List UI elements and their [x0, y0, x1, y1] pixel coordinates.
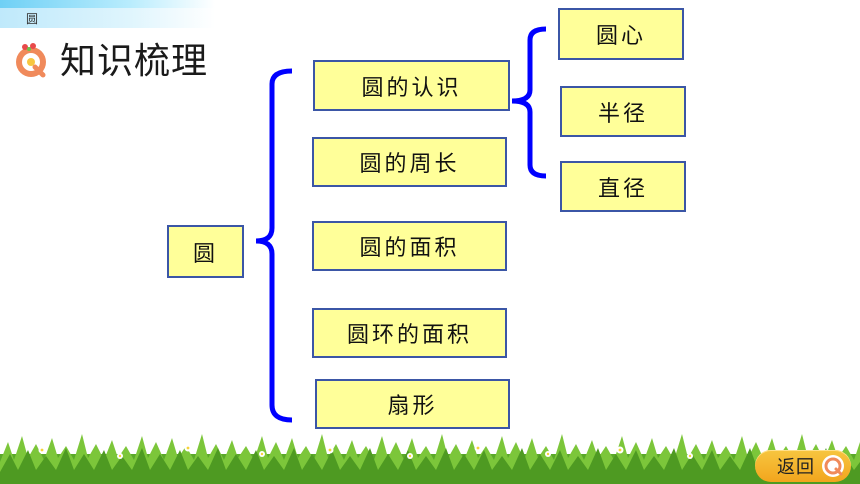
node-branch-annulus-area: 圆环的面积	[312, 308, 507, 358]
node-branch-circle-basics: 圆的认识	[313, 60, 510, 111]
header-stripe-accent	[0, 0, 215, 8]
breadcrumb: 圆	[26, 12, 39, 26]
node-sub-center: 圆心	[558, 8, 684, 60]
node-sub-radius: 半径	[560, 86, 686, 137]
node-root: 圆	[167, 225, 244, 278]
node-branch-sector: 扇形	[315, 379, 510, 429]
grass-decoration	[0, 434, 860, 484]
node-sub-diameter: 直径	[560, 161, 686, 212]
chapter-logo-icon	[16, 43, 46, 78]
page-title: 知识梳理	[60, 41, 209, 82]
node-branch-circumference: 圆的周长	[312, 137, 507, 187]
back-button-label: 返回	[777, 457, 815, 478]
back-arrow-icon	[822, 455, 844, 477]
node-branch-area: 圆的面积	[312, 221, 507, 271]
sub-bracket	[511, 26, 547, 179]
root-bracket	[255, 68, 293, 423]
back-button[interactable]: 返回	[755, 450, 851, 482]
